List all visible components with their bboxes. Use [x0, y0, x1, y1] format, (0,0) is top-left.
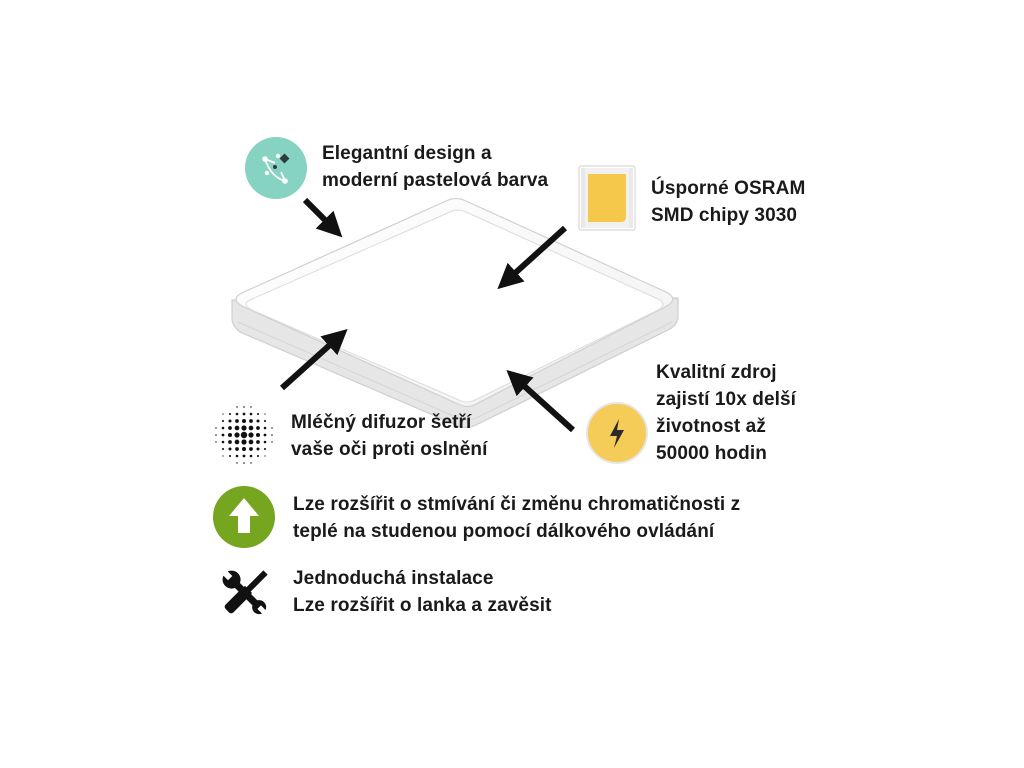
dot: [248, 432, 254, 438]
dot: [248, 425, 254, 431]
feature-chips-line-1: Úsporné OSRAM: [651, 178, 806, 199]
dot: [215, 441, 217, 443]
dot: [248, 439, 254, 445]
dot: [221, 419, 225, 423]
feature-chips-line-2: SMD chipy 3030: [651, 205, 798, 226]
feature-power-line-1: Kvalitní zdroj: [656, 362, 777, 383]
feature-install-line-1: Jednoduchá instalace: [293, 568, 494, 589]
lamp-diffuser: [245, 209, 664, 403]
dot: [263, 440, 267, 444]
dot: [228, 433, 232, 437]
dot: [236, 406, 238, 408]
dot: [249, 447, 253, 451]
design-tools-icon: [245, 137, 307, 199]
dot: [256, 440, 260, 444]
feature-design: Elegantní design a moderní pastelová bar…: [322, 140, 548, 194]
feature-install: Jednoduchá instalace Lze rozšířit o lank…: [293, 565, 552, 619]
dot: [228, 426, 232, 430]
dot: [263, 419, 267, 423]
dot: [271, 441, 273, 443]
dot: [256, 426, 260, 430]
dot: [256, 412, 260, 416]
dot: [242, 454, 246, 458]
arrow-diffuser: [279, 328, 348, 391]
dot: [271, 434, 273, 436]
dot: [228, 412, 232, 416]
dot: [263, 433, 267, 437]
feature-design-line-1: Elegantní design a: [322, 143, 492, 164]
lamp-frame-edge: [237, 321, 673, 421]
dot: [234, 439, 240, 445]
dot: [236, 462, 238, 464]
lightning-icon: [586, 402, 648, 464]
feature-dimming-line-1: Lze rozšířit o stmívání či změnu chromat…: [293, 494, 741, 515]
dot: [221, 433, 225, 437]
dot: [263, 426, 267, 430]
dot: [235, 447, 239, 451]
dot: [234, 425, 240, 431]
feature-power-line-3: životnost až: [656, 416, 766, 437]
feature-diffuser-line-1: Mléčný difuzor šetří: [291, 412, 472, 433]
dot: [235, 412, 239, 416]
dot: [264, 413, 266, 415]
dot: [249, 412, 253, 416]
dot: [240, 431, 248, 439]
dot: [256, 433, 260, 437]
dot: [243, 462, 245, 464]
dot: [235, 454, 239, 458]
dot: [264, 455, 266, 457]
dot: [221, 447, 225, 451]
dot: [256, 454, 260, 458]
dot-pattern-icon: [212, 403, 276, 467]
dot: [228, 440, 232, 444]
feature-design-line-2: moderní pastelová barva: [322, 170, 549, 191]
dot: [221, 426, 225, 430]
dot: [215, 427, 217, 429]
feature-power-line-2: zajistí 10x delší: [656, 389, 797, 410]
dot: [271, 427, 273, 429]
dot: [242, 419, 246, 423]
dot: [249, 454, 253, 458]
feature-diffuser-line-2: vaše oči proti oslnění: [291, 439, 488, 460]
upgrade-arrow-icon: [213, 486, 275, 548]
feature-dimming-line-2: teplé na studenou pomocí dálkového ovlád…: [293, 521, 715, 542]
dot: [221, 440, 225, 444]
dot: [215, 434, 217, 436]
dot: [222, 455, 224, 457]
dot: [228, 447, 232, 451]
feature-chips: Úsporné OSRAM SMD chipy 3030: [651, 175, 805, 229]
dot: [249, 419, 253, 423]
dot: [242, 447, 246, 451]
dot: [256, 447, 260, 451]
arrow-design: [302, 197, 343, 238]
feature-power-line-4: 50000 hodin: [656, 443, 767, 464]
dot: [242, 412, 246, 416]
dot: [222, 413, 224, 415]
dot: [234, 432, 240, 438]
dot: [228, 454, 232, 458]
dot: [243, 406, 245, 408]
feature-power: Kvalitní zdroj zajistí 10x delší životno…: [656, 359, 796, 467]
wrench-screwdriver-icon: [218, 566, 272, 620]
led-chip-icon: [578, 165, 636, 231]
dot: [256, 419, 260, 423]
dot: [235, 419, 239, 423]
dot: [241, 425, 247, 431]
dot: [250, 406, 252, 408]
dot: [241, 439, 247, 445]
feature-install-line-2: Lze rozšířit o lanka a zavěsit: [293, 595, 552, 616]
dot: [228, 419, 232, 423]
ceiling-lamp: [231, 197, 679, 429]
dot: [250, 462, 252, 464]
dot: [263, 447, 267, 451]
arrow-chips: [497, 225, 568, 290]
feature-dimming: Lze rozšířit o stmívání či změnu chromat…: [293, 491, 740, 545]
arrow-power: [506, 369, 576, 433]
feature-diffuser: Mléčný difuzor šetří vaše oči proti osln…: [291, 409, 487, 463]
